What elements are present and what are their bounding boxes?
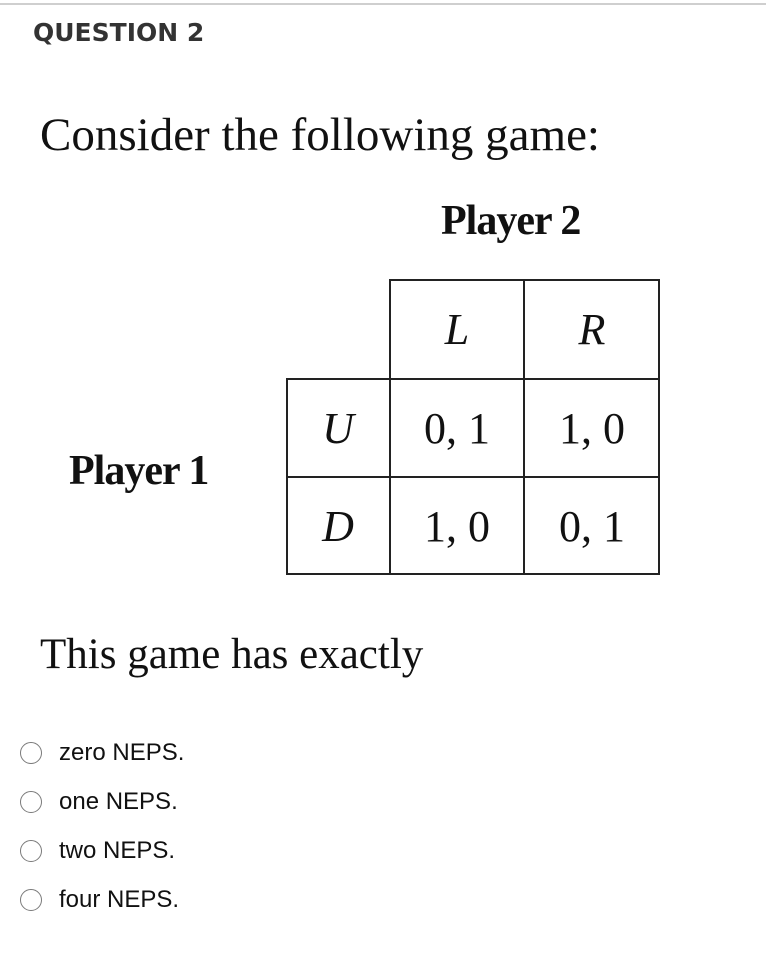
answer-option-label: zero NEPS.	[59, 738, 185, 766]
radio-button-icon[interactable]	[20, 790, 42, 813]
answer-option-label: four NEPS.	[59, 885, 180, 913]
answer-option-zero[interactable]: zero NEPS.	[20, 728, 184, 777]
answer-option-four[interactable]: four NEPS.	[20, 875, 184, 924]
payoff-matrix: L R U 0, 1 1, 0 D 1, 0 0, 1	[286, 279, 660, 575]
row-strategy-D: D	[322, 501, 354, 551]
matrix-grid-line	[390, 279, 660, 281]
matrix-grid-line	[389, 279, 391, 575]
answer-option-label: two NEPS.	[59, 836, 176, 864]
matrix-grid-line	[286, 378, 288, 575]
payoff-cell-D-L: 1, 0	[424, 501, 490, 551]
question-intro-text: Consider the following game:	[40, 109, 600, 161]
answer-options: zero NEPS. one NEPS. two NEPS. four NEPS…	[20, 728, 184, 924]
radio-button-icon[interactable]	[20, 839, 42, 862]
payoff-cell-D-R: 0, 1	[559, 501, 625, 551]
answer-option-two[interactable]: two NEPS.	[20, 826, 184, 875]
radio-button-icon[interactable]	[20, 888, 42, 911]
question-title: QUESTION 2	[33, 18, 205, 47]
column-strategy-R: R	[578, 304, 606, 354]
column-player-label: Player 2	[441, 198, 581, 244]
matrix-grid-line	[286, 573, 660, 575]
matrix-grid-line	[286, 476, 660, 478]
column-strategy-L: L	[444, 304, 470, 354]
row-player-label: Player 1	[69, 448, 209, 494]
payoff-cell-U-R: 1, 0	[559, 403, 625, 453]
matrix-grid-line	[286, 378, 660, 380]
matrix-grid-line	[523, 279, 525, 575]
matrix-grid-line	[658, 279, 660, 575]
answer-option-one[interactable]: one NEPS.	[20, 777, 184, 826]
top-divider	[0, 3, 766, 5]
row-strategy-U: U	[322, 403, 354, 453]
radio-button-icon[interactable]	[20, 741, 42, 764]
payoff-cell-U-L: 0, 1	[424, 403, 490, 453]
answer-option-label: one NEPS.	[59, 787, 178, 815]
question-stem-text: This game has exactly	[40, 631, 424, 678]
